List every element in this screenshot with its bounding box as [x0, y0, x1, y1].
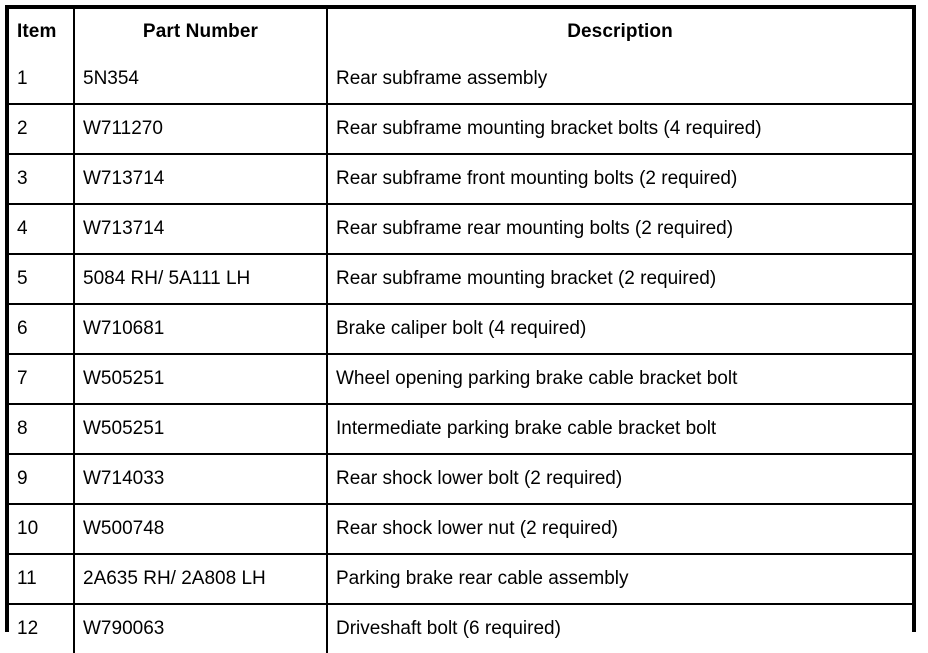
table-row: 12 W790063 Driveshaft bolt (6 required): [9, 604, 912, 653]
cell-item: 12: [9, 604, 75, 653]
cell-part-number: W710681: [74, 304, 328, 355]
page-canvas: Item Part Number Description 1 5N354 Rea…: [5, 5, 916, 653]
cell-part-number: W711270: [74, 104, 328, 155]
cell-description: Driveshaft bolt (6 required): [327, 604, 912, 653]
table-row: 7 W505251 Wheel opening parking brake ca…: [9, 354, 912, 405]
cell-part-number: W505251: [74, 404, 328, 455]
column-header-description: Description: [327, 9, 912, 55]
parts-table-container: Item Part Number Description 1 5N354 Rea…: [5, 5, 916, 653]
table-row: 5 5084 RH/ 5A111 LH Rear subframe mounti…: [9, 254, 912, 305]
cell-part-number: W500748: [74, 504, 328, 555]
cell-item: 2: [9, 104, 75, 155]
cell-item: 10: [9, 504, 75, 555]
cell-description: Rear shock lower bolt (2 required): [327, 454, 912, 505]
table-row: 2 W711270 Rear subframe mounting bracket…: [9, 104, 912, 155]
cell-description: Rear subframe mounting bracket (2 requir…: [327, 254, 912, 305]
cell-description: Rear subframe rear mounting bolts (2 req…: [327, 204, 912, 255]
cell-item: 9: [9, 454, 75, 505]
table-header: Item Part Number Description: [9, 9, 912, 55]
cell-part-number: W505251: [74, 354, 328, 405]
cell-item: 8: [9, 404, 75, 455]
cell-item: 1: [9, 55, 75, 105]
table-body: 1 5N354 Rear subframe assembly 2 W711270…: [9, 55, 912, 653]
cell-part-number: W713714: [74, 204, 328, 255]
column-header-item: Item: [9, 9, 75, 55]
table-row: 11 2A635 RH/ 2A808 LH Parking brake rear…: [9, 554, 912, 605]
table-row: 4 W713714 Rear subframe rear mounting bo…: [9, 204, 912, 255]
cell-description: Brake caliper bolt (4 required): [327, 304, 912, 355]
column-header-part-number: Part Number: [74, 9, 328, 55]
cell-part-number: W714033: [74, 454, 328, 505]
table-row: 3 W713714 Rear subframe front mounting b…: [9, 154, 912, 205]
cell-part-number: 2A635 RH/ 2A808 LH: [74, 554, 328, 605]
cell-description: Wheel opening parking brake cable bracke…: [327, 354, 912, 405]
table-header-row: Item Part Number Description: [9, 9, 912, 55]
table-row: 10 W500748 Rear shock lower nut (2 requi…: [9, 504, 912, 555]
table-row: 9 W714033 Rear shock lower bolt (2 requi…: [9, 454, 912, 505]
cell-part-number: 5084 RH/ 5A111 LH: [74, 254, 328, 305]
cell-description: Parking brake rear cable assembly: [327, 554, 912, 605]
table-row: 8 W505251 Intermediate parking brake cab…: [9, 404, 912, 455]
cell-part-number: W713714: [74, 154, 328, 205]
cell-item: 11: [9, 554, 75, 605]
cell-part-number: 5N354: [74, 55, 328, 105]
cell-item: 6: [9, 304, 75, 355]
table-row: 1 5N354 Rear subframe assembly: [9, 55, 912, 105]
cell-description: Rear subframe front mounting bolts (2 re…: [327, 154, 912, 205]
cell-item: 5: [9, 254, 75, 305]
cell-item: 7: [9, 354, 75, 405]
cell-item: 4: [9, 204, 75, 255]
cell-description: Rear subframe mounting bracket bolts (4 …: [327, 104, 912, 155]
cell-description: Rear subframe assembly: [327, 55, 912, 105]
cell-description: Rear shock lower nut (2 required): [327, 504, 912, 555]
cell-part-number: W790063: [74, 604, 328, 653]
cell-item: 3: [9, 154, 75, 205]
parts-table: Item Part Number Description 1 5N354 Rea…: [9, 9, 912, 653]
cell-description: Intermediate parking brake cable bracket…: [327, 404, 912, 455]
table-row: 6 W710681 Brake caliper bolt (4 required…: [9, 304, 912, 355]
